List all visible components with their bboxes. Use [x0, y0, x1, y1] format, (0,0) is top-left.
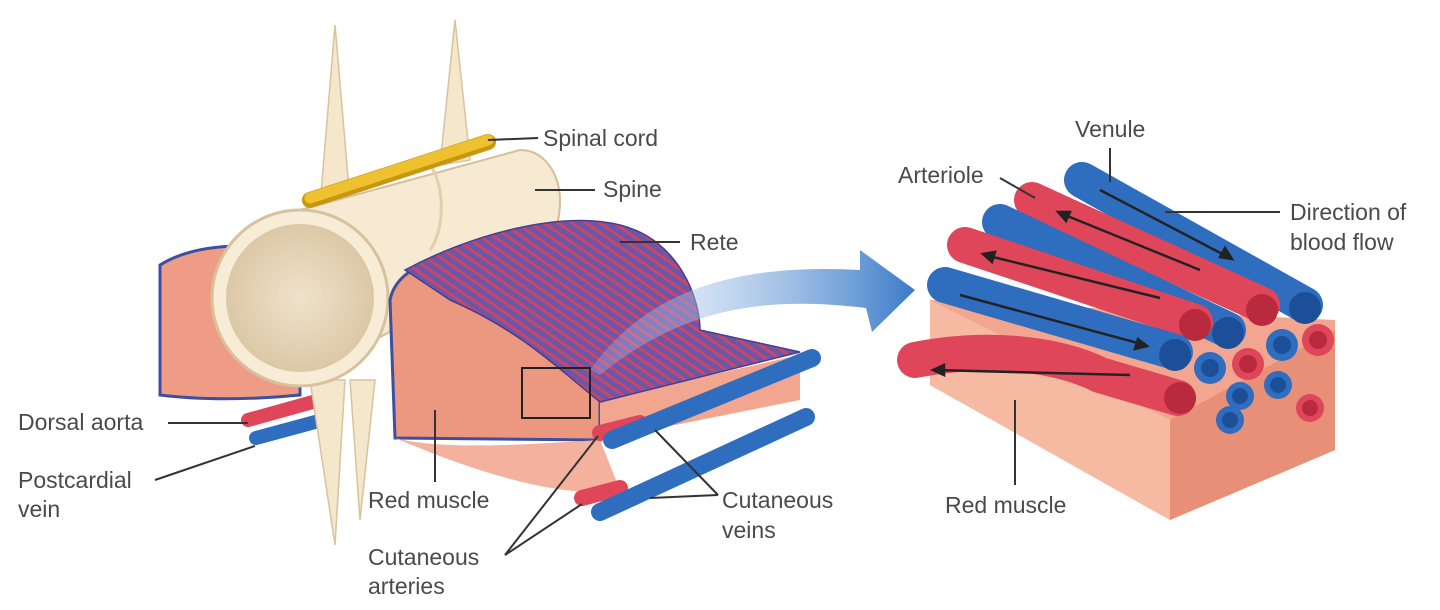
label-cutaneous-arteries-line2: arteries — [368, 573, 445, 599]
label-venule: Venule — [1075, 116, 1145, 142]
vessel-ends — [1194, 324, 1334, 434]
vertebra-cross-section — [210, 208, 390, 388]
label-direction-line2: blood flow — [1290, 229, 1394, 255]
label-spinal-cord: Spinal cord — [543, 125, 658, 151]
label-arteriole: Arteriole — [898, 162, 984, 188]
label-direction-line1: Direction of — [1290, 199, 1407, 225]
label-dorsal-aorta: Dorsal aorta — [18, 409, 143, 435]
right-magnified-rete — [897, 162, 1335, 520]
label-postcardial-vein-line2: vein — [18, 496, 60, 522]
vertebral-spines — [309, 19, 471, 546]
label-rete: Rete — [690, 229, 739, 255]
rete — [403, 219, 801, 403]
vessel-red-front — [897, 334, 1196, 416]
label-red-muscle-right: Red muscle — [945, 492, 1066, 518]
label-postcardial-vein-line1: Postcardial — [18, 467, 132, 493]
cutaneous-vessels — [574, 349, 821, 521]
label-cutaneous-veins-line2: veins — [722, 517, 776, 543]
dorsal-aorta-vessel — [241, 393, 327, 427]
zoom-arrow — [590, 250, 915, 375]
label-cutaneous-arteries-line1: Cutaneous — [368, 544, 479, 570]
label-spine: Spine — [603, 176, 662, 202]
magnifier-box — [521, 367, 591, 419]
spinal-cord — [302, 134, 496, 208]
label-cutaneous-veins-line1: Cutaneous — [722, 487, 833, 513]
vessel-red-2 — [947, 227, 1213, 341]
flow-arrows — [929, 188, 1235, 377]
left-cross-section — [158, 19, 821, 546]
leader-lines — [154, 137, 1280, 556]
label-red-muscle-left: Red muscle — [368, 487, 489, 513]
